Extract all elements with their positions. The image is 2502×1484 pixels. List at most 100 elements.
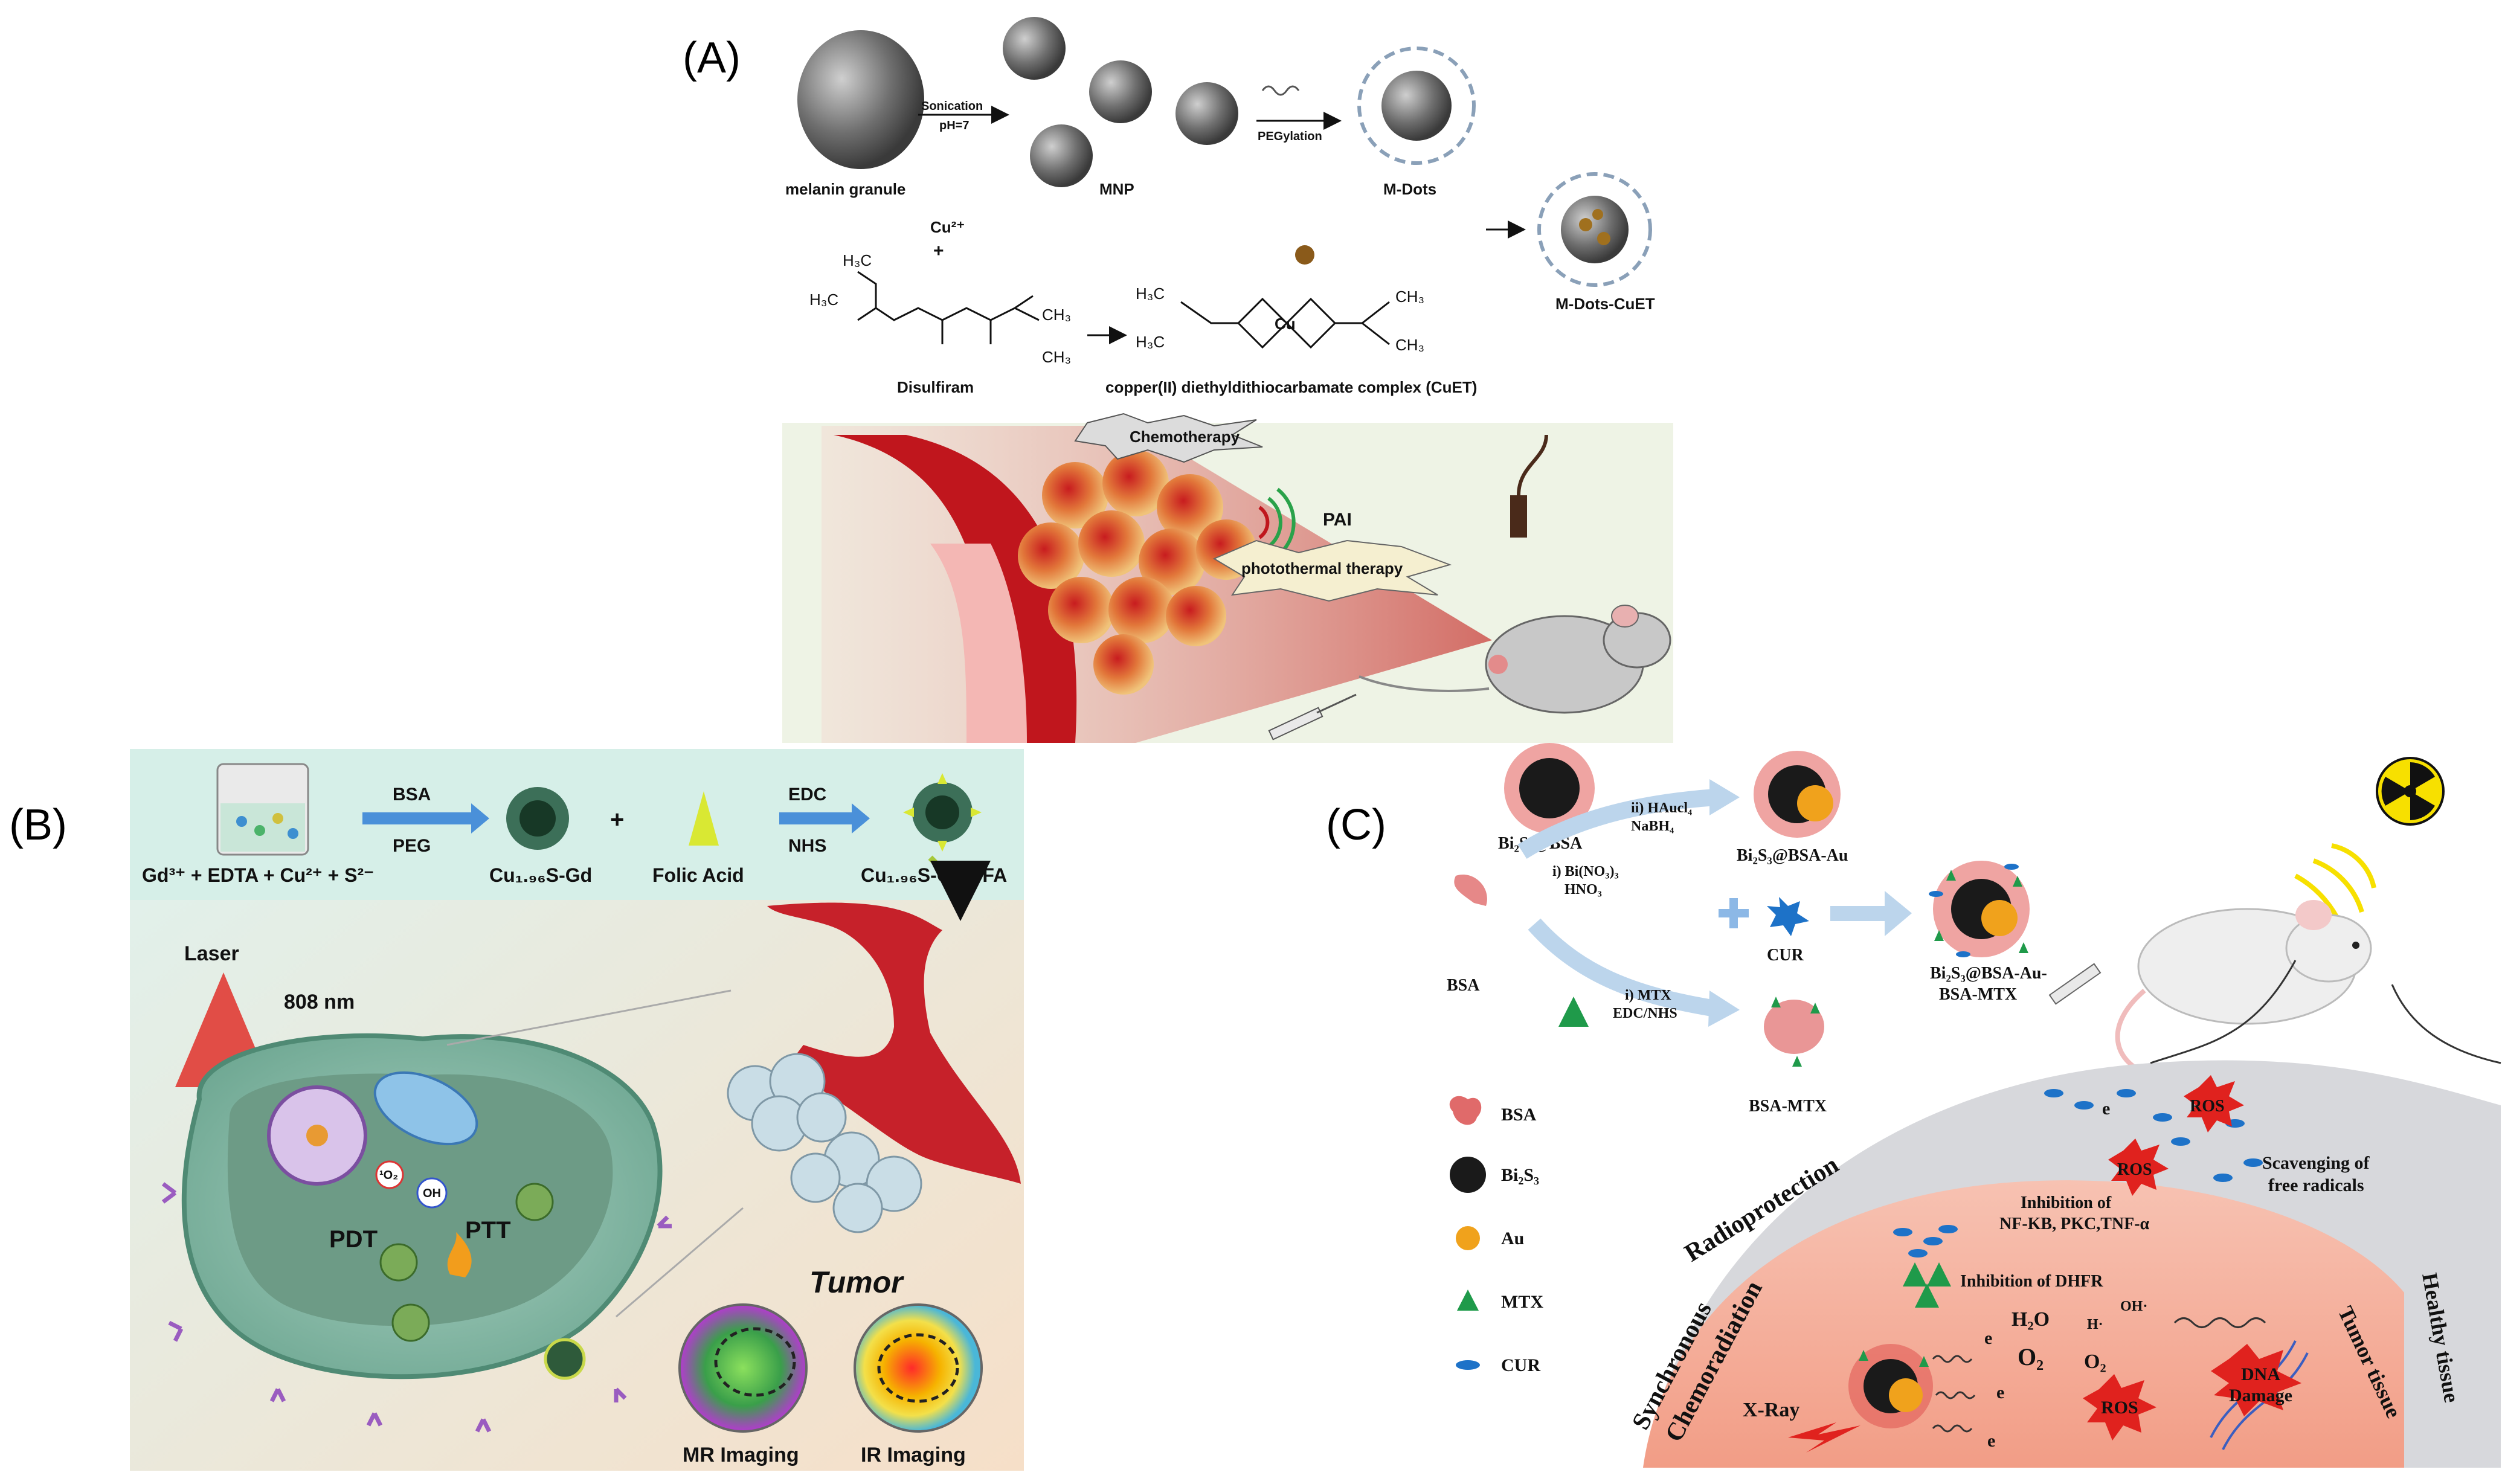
ptt-label: PTT <box>465 1217 511 1244</box>
ros-burst-icon <box>2108 1139 2169 1196</box>
ethyl-group-label: CH₃ <box>1395 336 1424 354</box>
final-nanocomposite-label-1: Bi₂S₃@BSA-Au- <box>1930 964 2047 983</box>
mouse-icon <box>2115 900 2372 1078</box>
cu-ion-label: Cu²⁺ <box>930 218 965 236</box>
electron-label: e <box>1984 1328 1992 1348</box>
m-dots-cuet-label: M-Dots-CuET <box>1555 295 1655 313</box>
nanoparticle-icon <box>379 1183 586 1380</box>
peg-label: PEG <box>393 836 431 856</box>
dna-damage-icon <box>2210 1340 2309 1450</box>
tumor-cluster-icon <box>727 1053 922 1233</box>
superoxide-label: O₂ <box>2084 1351 2106 1373</box>
singlet-oxygen-icon <box>375 1160 404 1189</box>
delivery-arrow-icon <box>928 855 991 921</box>
cus-gd-label: Cu₁.₉₆S-Gd <box>489 864 592 886</box>
edc-nhs-label: EDC/NHS <box>1613 1006 1677 1021</box>
plus-sign: + <box>610 806 624 833</box>
nabh-label: NaBH₄ <box>1631 818 1674 834</box>
chemotherapy-burst-icon <box>1074 413 1263 463</box>
electron-label: e <box>1996 1383 2004 1402</box>
panel-b-label: (B) <box>9 801 67 849</box>
mnp-particle-icon <box>1089 60 1152 123</box>
panel-c-label: (C) <box>1326 801 1386 849</box>
panel-b: (B) Gd³⁺ + EDTA + Cu²⁺ + S²⁻ BSA PEG Cu₁… <box>9 749 1024 1471</box>
assembly-arrow-icon <box>1830 891 1912 936</box>
mtx-icon <box>1558 997 1589 1027</box>
singlet-oxygen-label: ¹O₂ <box>379 1169 398 1182</box>
panel-a: (A) melanin granule Sonication pH=7 MNP … <box>683 17 1673 743</box>
ethyl-group-label: CH₃ <box>1042 306 1071 324</box>
laser-label: Laser <box>184 942 239 965</box>
bi2s3-bsa-particle-icon <box>1504 743 1595 834</box>
bi2s3-bsa-au-particle-icon <box>1754 751 1841 838</box>
boundary-line-icon <box>2391 984 2501 1064</box>
legend-bi2s3-label: Bi₂S₃ <box>1501 1165 1539 1185</box>
hydroxyl-radical-label: OH· <box>2120 1299 2147 1314</box>
reagents-label: Gd³⁺ + EDTA + Cu²⁺ + S²⁻ <box>142 864 374 886</box>
scavenging-label-1: Scavenging of <box>2262 1153 2370 1173</box>
final-nanocomposite-label-2: BSA-MTX <box>1939 985 2017 1004</box>
mnp-particle-icon <box>1003 17 1066 80</box>
curcumin-icon <box>1767 897 1809 936</box>
xray-bolt-icon <box>1788 1422 1860 1453</box>
conjugation-arrow-icon <box>779 803 870 834</box>
zoom-line-icon <box>446 989 732 1046</box>
radiation-symbol-icon <box>2376 757 2445 826</box>
ph-label: pH=7 <box>939 119 969 132</box>
cus-gd-fa-label: Cu₁.₉₆S-Gd@FA <box>861 864 1007 886</box>
tumor-vessel-icon <box>767 902 1021 1184</box>
mr-imaging-icon <box>678 1303 808 1433</box>
zoom-line-icon <box>616 1207 744 1318</box>
mtx-step-label: i) MTX <box>1625 988 1671 1003</box>
bsa-label: BSA <box>393 785 431 805</box>
ros-label: ROS <box>2117 1160 2152 1179</box>
folic-acid-icon <box>689 791 719 846</box>
nhs-label: NHS <box>788 836 826 856</box>
legend-mtx-icon <box>1457 1290 1479 1311</box>
hno-label: HNO₃ <box>1565 882 1602 898</box>
bsa-protein-icon <box>1454 875 1487 906</box>
melanin-granule-icon <box>797 30 924 169</box>
heat-flame-icon <box>447 1232 472 1277</box>
ethyl-group-label: H₃C <box>1136 333 1165 351</box>
chemotherapy-label: Chemotherapy <box>1130 428 1240 446</box>
dna-damage-label-1: DNA <box>2241 1364 2280 1384</box>
ros-burst-icon <box>2083 1374 2156 1441</box>
legend-mtx-label: MTX <box>1501 1292 1543 1312</box>
edc-label: EDC <box>788 785 826 805</box>
legend-au-label: Au <box>1501 1229 1524 1248</box>
nanocomposite-in-tumor-icon <box>1848 1344 1933 1428</box>
photothermal-label: photothermal therapy <box>1241 559 1403 577</box>
reduction-arrowhead-icon <box>1709 779 1740 815</box>
tumor-mass-icon <box>1018 450 1256 695</box>
final-nanocomposite-icon <box>1929 861 2030 957</box>
m-dots-cuet-icon <box>1537 172 1652 287</box>
synthesis-arrow-icon <box>362 803 489 834</box>
inhibition-nfkb-label-1: Inhibition of <box>2021 1193 2112 1212</box>
bsa-mtx-label: BSA-MTX <box>1749 1097 1827 1116</box>
electron-label: e <box>2102 1099 2110 1119</box>
plus-icon <box>1719 898 1749 928</box>
bi-nitrate-label: i) Bi(NO₃)₃ <box>1552 864 1619 879</box>
radical-wave-icon <box>2173 1317 2266 1328</box>
legend: BSA Bi₂S₃ Au MTX CUR <box>1449 1096 1543 1375</box>
legend-bi2s3-icon <box>1450 1157 1486 1193</box>
inhibition-dhfr-label: Inhibition of DHFR <box>1960 1272 2103 1291</box>
water-label: H₂O <box>2012 1308 2050 1331</box>
wavelength-label: 808 nm <box>284 991 355 1013</box>
legend-bsa-icon <box>1449 1096 1482 1125</box>
ethyl-group-label: CH₃ <box>1395 287 1424 306</box>
mtx-conjugation-arrowhead-icon <box>1708 991 1740 1027</box>
folic-acid-label: Folic Acid <box>652 864 744 886</box>
tumor-label: Tumor <box>809 1265 904 1299</box>
ethyl-group-label: H₃C <box>1136 284 1165 303</box>
receptor-icon <box>161 1182 672 1433</box>
cuet-label: copper(II) diethyldithiocarbamate comple… <box>1105 378 1477 396</box>
mitochondrion-icon <box>373 1071 478 1146</box>
bsa-label: BSA <box>1447 976 1480 995</box>
mnp-particle-icon <box>1030 124 1093 187</box>
beaker-icon <box>216 763 309 856</box>
legend-bsa-label: BSA <box>1501 1105 1537 1125</box>
vessel-lumen-icon <box>930 544 1027 743</box>
ros-burst-icon <box>2184 1075 2244 1132</box>
